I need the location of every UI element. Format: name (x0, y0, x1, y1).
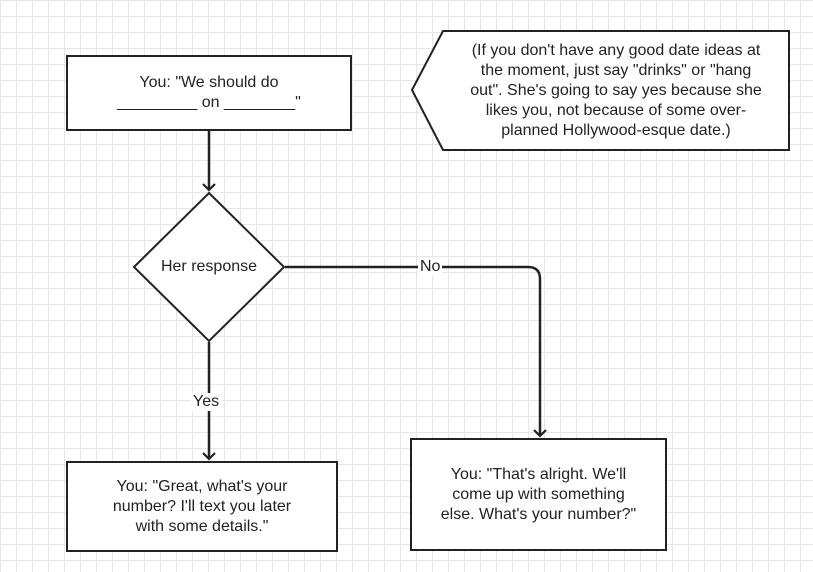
edge-decision-no (285, 265, 547, 438)
suggest-date-text: You: "We should do _________ on ________… (117, 74, 301, 111)
no-result-box (410, 438, 667, 551)
yes-edge-label: Yes (191, 393, 222, 411)
no-result-text: You: "That's alright. We'll come up with… (440, 465, 637, 523)
note-text: (If you don't have any good date ideas a… (470, 41, 762, 139)
no-edge-label: No (418, 258, 443, 276)
decision-text: Her response (160, 258, 258, 275)
note-callout (410, 30, 790, 151)
suggest-date-box (66, 55, 352, 131)
yes-result-text: You: "Great, what's your number? I'll te… (112, 477, 292, 535)
yes-result-box (66, 461, 338, 552)
decision-diamond (132, 191, 286, 343)
